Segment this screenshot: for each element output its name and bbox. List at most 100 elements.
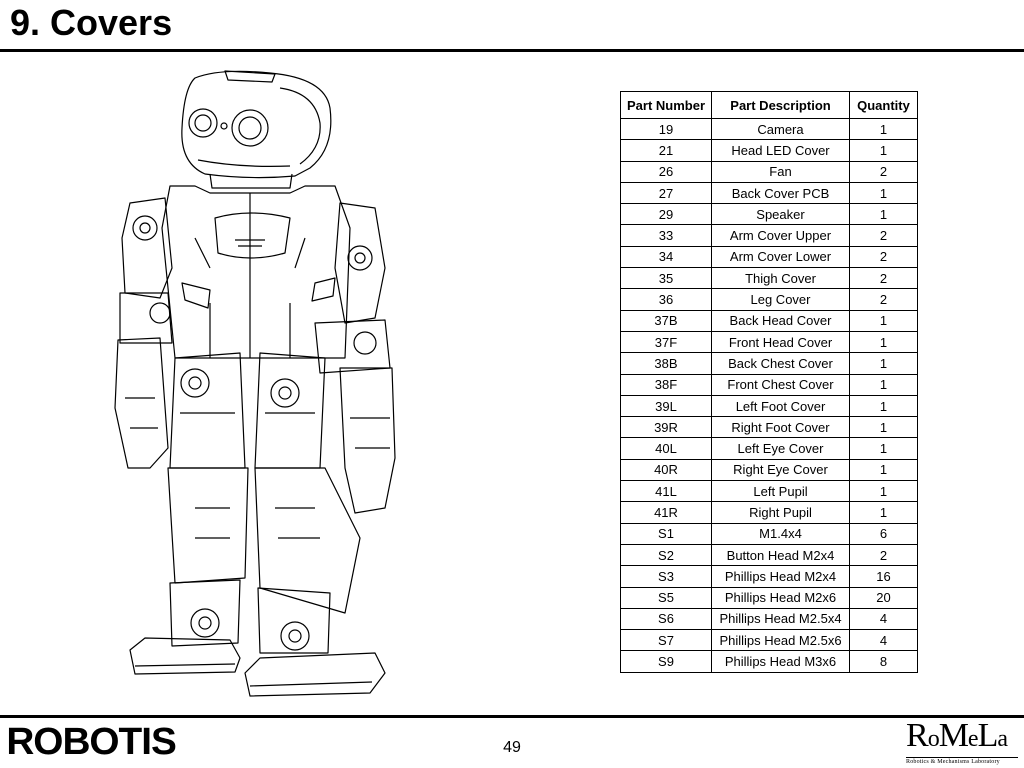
header-divider xyxy=(0,49,1024,52)
part-number-cell: 35 xyxy=(620,267,712,290)
part-description-cell: Head LED Cover xyxy=(711,139,850,162)
part-number-cell: 37F xyxy=(620,330,712,354)
part-description-cell: Button Head M2x4 xyxy=(711,543,850,567)
part-description-cell: Camera xyxy=(711,117,850,141)
quantity-cell: 1 xyxy=(849,139,918,162)
part-description-cell: Back Head Cover xyxy=(711,309,850,332)
page-title: 9. Covers xyxy=(10,2,173,43)
quantity-cell: 1 xyxy=(849,373,918,396)
quantity-cell: 8 xyxy=(849,650,918,673)
quantity-cell: 1 xyxy=(849,330,918,354)
quantity-cell: 1 xyxy=(849,480,918,503)
part-description-cell: Phillips Head M2x4 xyxy=(711,565,850,588)
quantity-cell: 1 xyxy=(849,437,918,460)
header-part-number: Part Number xyxy=(620,91,712,119)
quantity-cell: 1 xyxy=(849,458,918,482)
part-description-cell: Left Pupil xyxy=(711,480,850,503)
part-number-cell: S5 xyxy=(620,586,712,609)
part-description-cell: Phillips Head M3x6 xyxy=(711,650,850,673)
quantity-cell: 6 xyxy=(849,522,918,545)
part-description-cell: Back Chest Cover xyxy=(711,352,850,375)
romela-logo-subtitle: Robotics & Mechanisms Laboratory xyxy=(906,757,1018,765)
part-number-cell: 26 xyxy=(620,160,712,183)
part-description-cell: Phillips Head M2x6 xyxy=(711,586,850,609)
quantity-cell: 4 xyxy=(849,607,918,631)
header-part-description: Part Description xyxy=(711,91,850,119)
quantity-cell: 1 xyxy=(849,181,918,205)
part-number-cell: 19 xyxy=(620,117,712,141)
part-number-cell: 27 xyxy=(620,181,712,205)
part-description-cell: Right Foot Cover xyxy=(711,416,850,439)
quantity-cell: 2 xyxy=(849,267,918,290)
part-number-cell: S7 xyxy=(620,629,712,652)
part-description-cell: Arm Cover Upper xyxy=(711,224,850,247)
quantity-cell: 2 xyxy=(849,160,918,183)
part-description-cell: Speaker xyxy=(711,203,850,226)
part-number-cell: 38F xyxy=(620,373,712,396)
part-number-cell: S2 xyxy=(620,543,712,567)
part-description-cell: Left Foot Cover xyxy=(711,394,850,418)
robotis-logo: ROBOTIS xyxy=(6,721,176,763)
part-description-cell: Leg Cover xyxy=(711,288,850,311)
part-description-cell: Thigh Cover xyxy=(711,267,850,290)
quantity-cell: 2 xyxy=(849,288,918,311)
part-number-cell: 41L xyxy=(620,480,712,503)
quantity-cell: 16 xyxy=(849,565,918,588)
part-description-cell: Phillips Head M2.5x4 xyxy=(711,607,850,631)
logo-letter: M xyxy=(938,717,969,754)
part-description-cell: Back Cover PCB xyxy=(711,181,850,205)
part-number-cell: 21 xyxy=(620,139,712,162)
part-description-cell: Arm Cover Lower xyxy=(711,245,850,269)
part-description-cell: Right Eye Cover xyxy=(711,458,850,482)
quantity-cell: 1 xyxy=(849,352,918,375)
quantity-cell: 1 xyxy=(849,203,918,226)
part-number-cell: 41R xyxy=(620,501,712,524)
part-description-cell: Phillips Head M2.5x6 xyxy=(711,629,850,652)
part-number-cell: 33 xyxy=(620,224,712,247)
quantity-cell: 1 xyxy=(849,394,918,418)
part-number-cell: 34 xyxy=(620,245,712,269)
page-number: 49 xyxy=(503,739,521,756)
part-number-cell: S3 xyxy=(620,565,712,588)
quantity-cell: 2 xyxy=(849,224,918,247)
part-description-cell: Front Chest Cover xyxy=(711,373,850,396)
part-number-cell: 39L xyxy=(620,394,712,418)
part-number-cell: 40L xyxy=(620,437,712,460)
logo-letter: a xyxy=(997,726,1008,752)
part-description-cell: M1.4x4 xyxy=(711,522,850,545)
romela-logo-text: RoMeLa xyxy=(906,719,1018,756)
logo-letter: R xyxy=(906,717,929,754)
part-description-cell: Fan xyxy=(711,160,850,183)
part-description-cell: Right Pupil xyxy=(711,501,850,524)
part-number-cell: 40R xyxy=(620,458,712,482)
robot-illustration xyxy=(114,70,396,697)
quantity-cell: 1 xyxy=(849,309,918,332)
quantity-cell: 2 xyxy=(849,245,918,269)
table-header-row: Part Number Part Description Quantity xyxy=(620,91,918,119)
quantity-cell: 4 xyxy=(849,629,918,652)
logo-letter: L xyxy=(977,717,999,754)
part-number-cell: 36 xyxy=(620,288,712,311)
